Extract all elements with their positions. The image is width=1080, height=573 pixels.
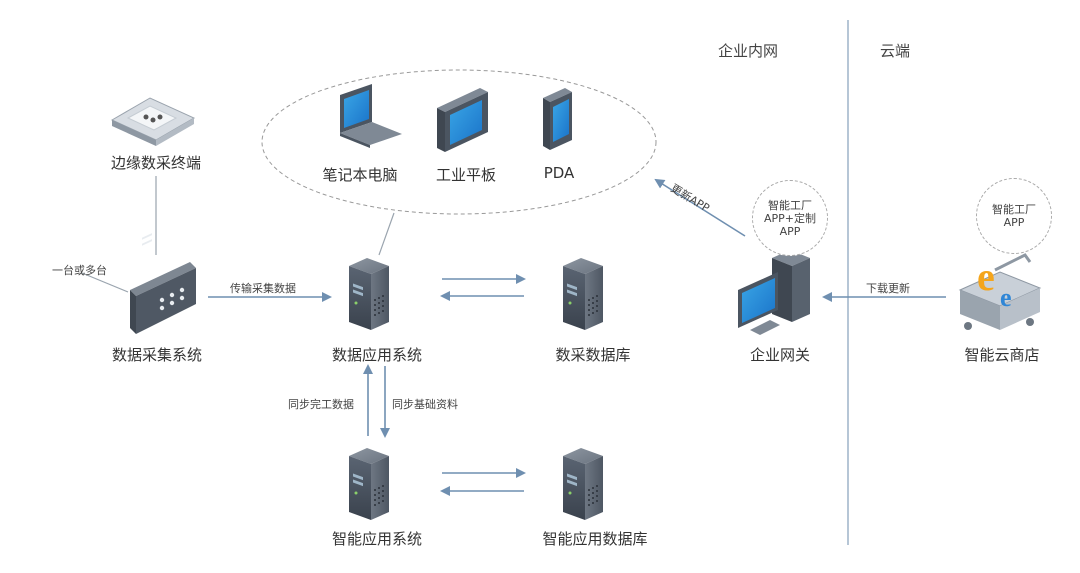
node-label-gateway: 企业网关 [749, 346, 811, 364]
svg-text:e: e [977, 254, 995, 299]
pda-icon [543, 88, 572, 150]
laptop-icon [340, 84, 402, 148]
cloud-store-icon: e e [958, 253, 1042, 330]
devices-to-app-line [378, 212, 395, 256]
node-label-collect-db: 数采数据库 [555, 346, 631, 364]
tablet-icon [437, 88, 488, 152]
edge-label-download: 下载更新 [866, 282, 910, 295]
collect-db-server-icon [563, 258, 603, 330]
node-label-laptop: 笔记本电脑 [322, 166, 398, 184]
gateway-bubble-line2: APP+定制 [763, 211, 816, 225]
update-app-arrow [654, 178, 746, 237]
node-label-pda: PDA [543, 164, 575, 182]
client-devices-group [261, 69, 657, 215]
smart-db-server-icon [563, 448, 603, 520]
node-label-collector: 数据采集系统 [111, 346, 203, 364]
store-bubble-line2: APP [1003, 216, 1025, 229]
edge-terminal-icon [110, 97, 196, 146]
svg-text:e: e [1000, 283, 1012, 312]
edge-label-sync-done: 同步完工数据 [288, 398, 354, 411]
gateway-bubble-line3: APP [779, 224, 801, 238]
gateway-pc-icon [738, 250, 810, 335]
one-or-many-pointer [81, 272, 129, 293]
node-label-app-system: 数据应用系统 [331, 346, 423, 364]
edge-label-one-or-many: 一台或多台 [52, 264, 107, 277]
gateway-apps-bubble: 智能工厂 APP+定制 APP [752, 180, 828, 256]
zone-label-cloud: 云端 [880, 42, 911, 60]
node-label-edge-terminal: 边缘数采终端 [110, 154, 202, 172]
zone-label-intranet: 企业内网 [718, 42, 779, 60]
node-label-smart-system: 智能应用系统 [331, 530, 423, 548]
edge-label-sync-base: 同步基础资料 [392, 398, 458, 411]
smart-system-server-icon [349, 448, 389, 520]
gateway-bubble-line1: 智能工厂 [768, 198, 812, 212]
app-system-server-icon [349, 258, 389, 330]
node-label-tablet: 工业平板 [435, 166, 497, 184]
collector-device-icon [130, 233, 196, 334]
edge-label-transfer: 传输采集数据 [230, 282, 296, 295]
node-label-cloud-store: 智能云商店 [964, 346, 1040, 364]
node-label-smart-db: 智能应用数据库 [542, 530, 648, 548]
store-bubble-line1: 智能工厂 [992, 203, 1036, 216]
store-apps-bubble: 智能工厂 APP [976, 178, 1052, 254]
